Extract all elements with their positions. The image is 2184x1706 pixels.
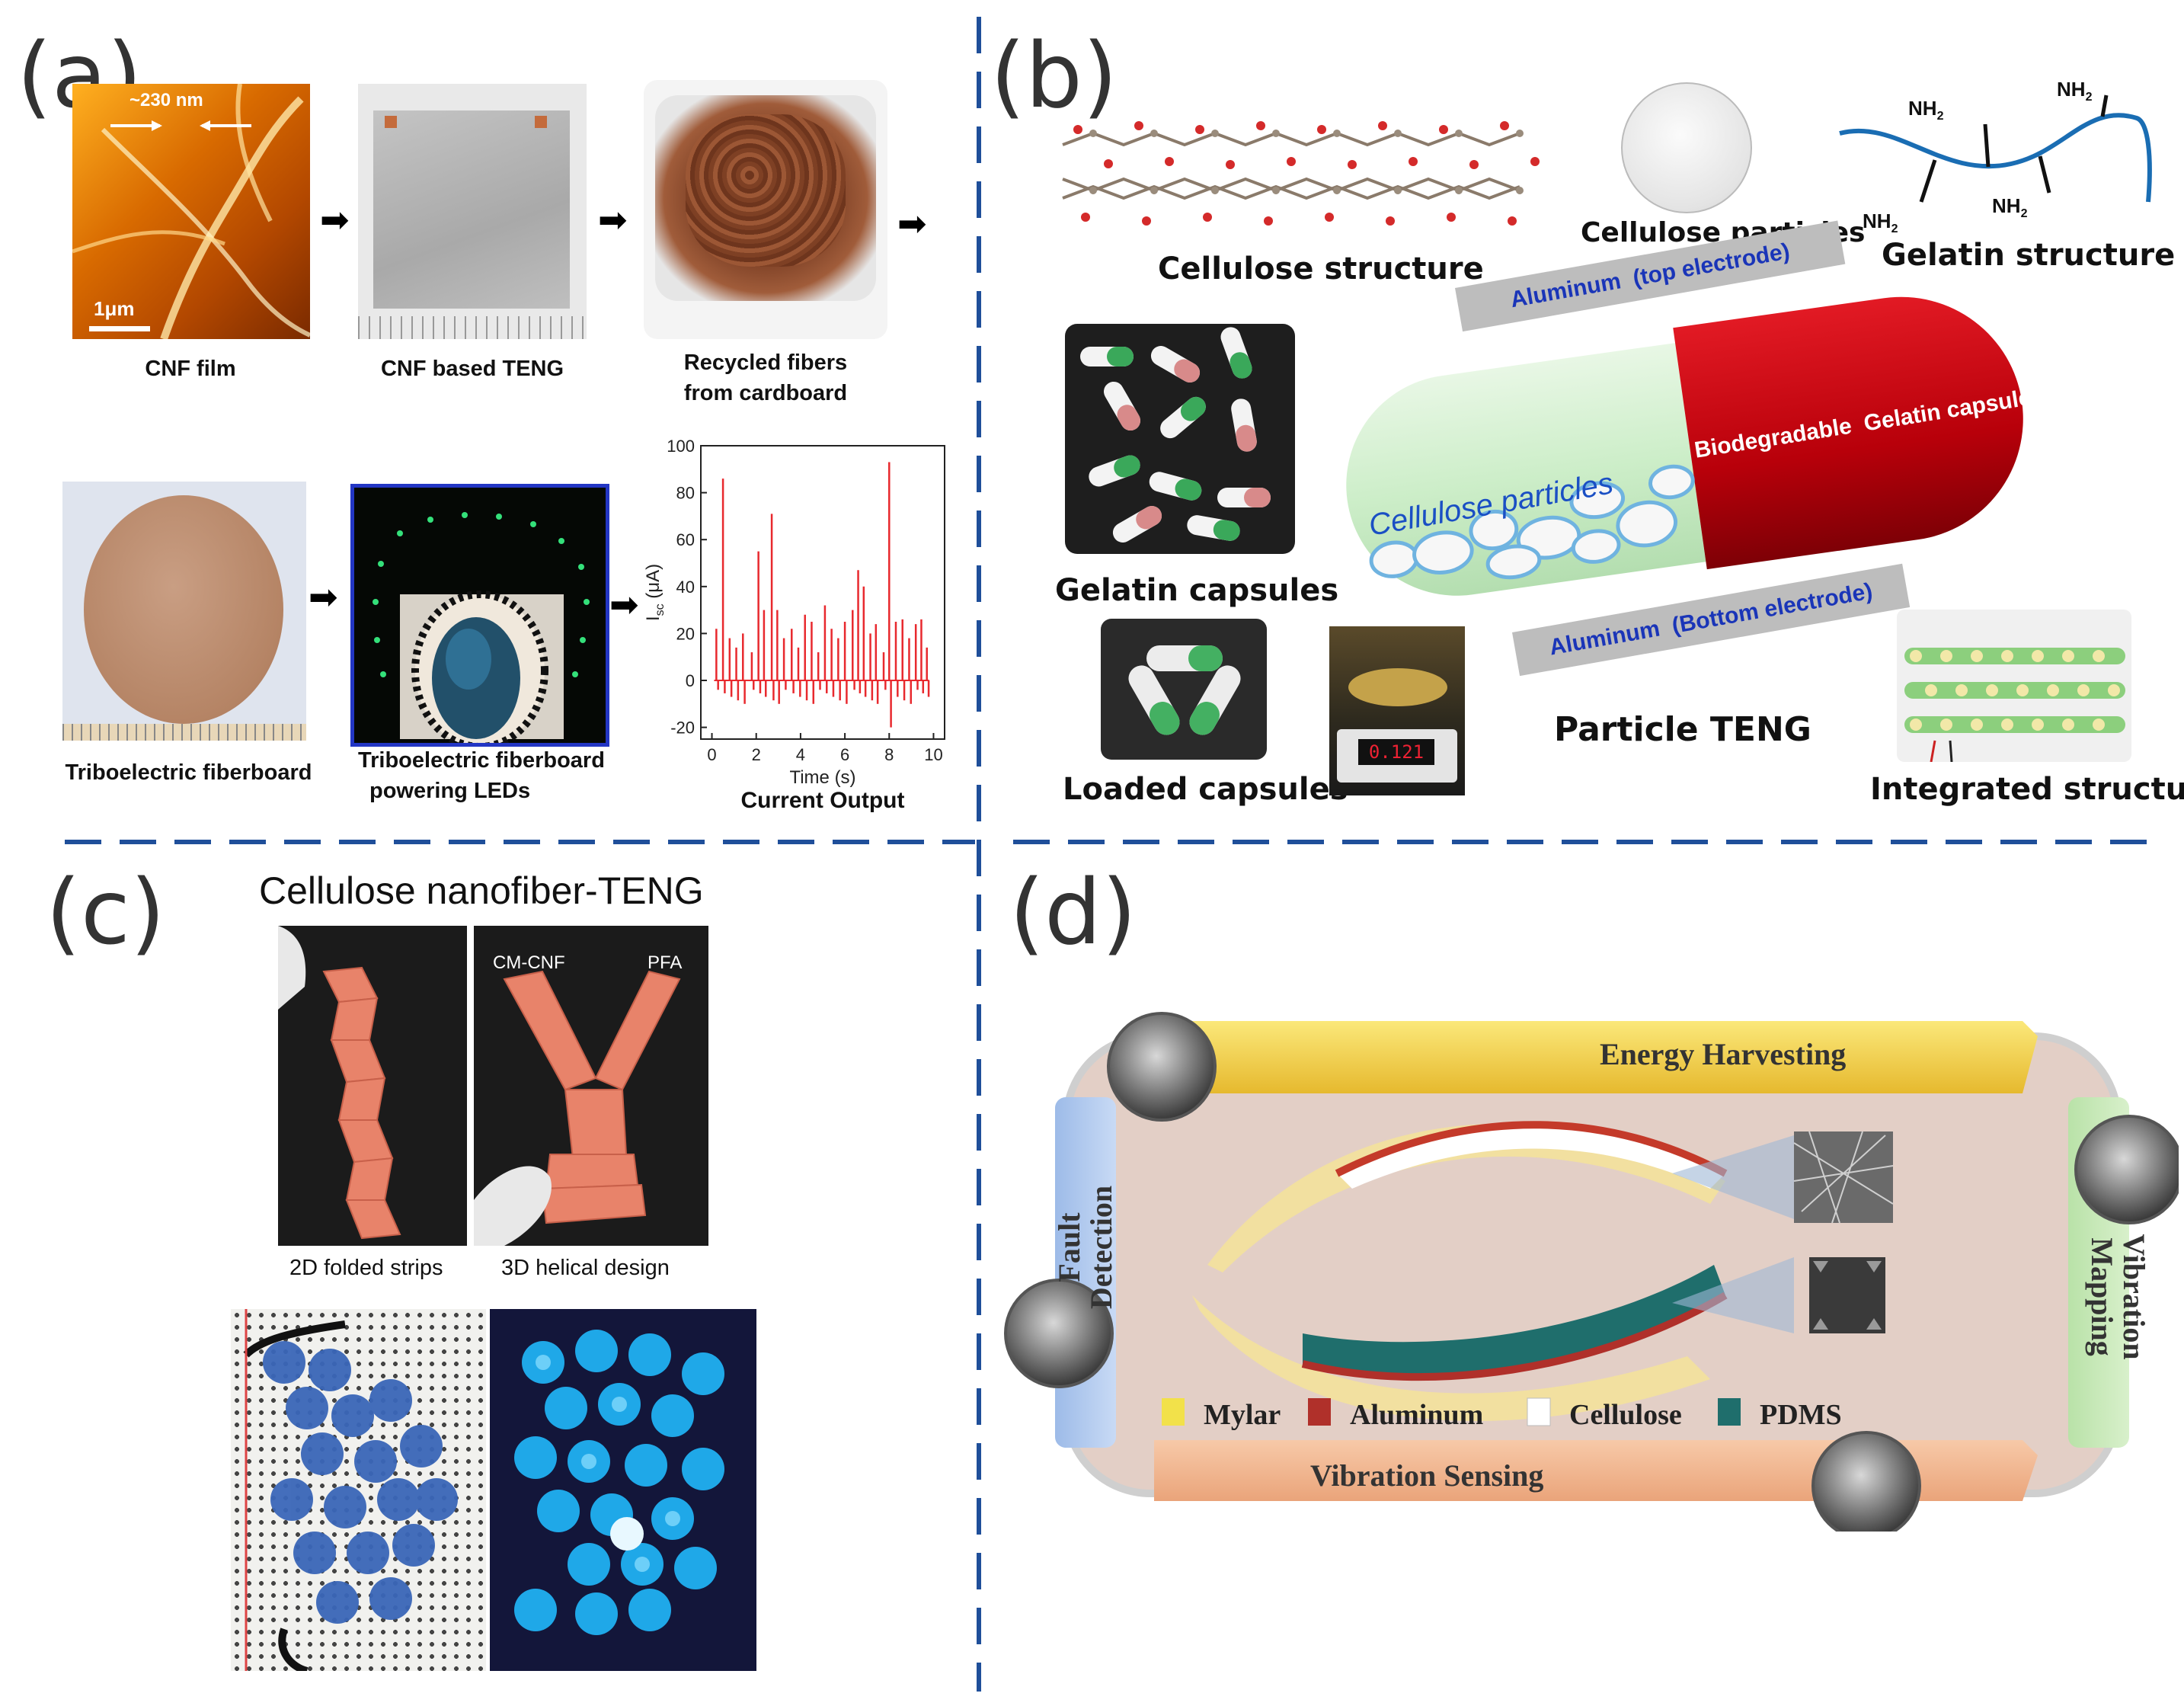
label-pfa: PFA	[648, 952, 683, 973]
panel-c-title: Cellulose nanofiber-TENG	[259, 869, 704, 912]
x-tick-label: 0	[707, 745, 716, 764]
y-tick-label: 40	[676, 578, 695, 597]
nh2-label-4: NH2	[1992, 194, 2028, 221]
caption-integrated-structure: Integrated structure	[1870, 772, 2184, 807]
y-tick-label: 100	[667, 438, 695, 456]
panel-d-label: (d)	[1009, 859, 1137, 965]
caption-leds-1: Triboelectric fiberboard	[358, 748, 605, 773]
afm-scale-nm: ~230 nm	[130, 90, 203, 110]
legend-pdms: PDMS	[1760, 1399, 1842, 1431]
chart-frame	[700, 445, 945, 740]
cnf-teng-photo	[358, 84, 587, 339]
arrow-right-icon: ➡	[897, 203, 927, 244]
afm-scale-um: 1μm	[94, 297, 135, 320]
caption-gelatin-structure: Gelatin structure	[1882, 238, 2176, 273]
caption-cellulose-structure: Cellulose structure	[1158, 251, 1484, 286]
caption-loaded-capsules: Loaded capsules	[1063, 772, 1348, 807]
helical-design-photo: CM-CNF PFA	[474, 926, 708, 1246]
x-axis-label: Time (s)	[789, 767, 855, 788]
caption-3d-helical: 3D helical design	[501, 1256, 670, 1280]
particle-teng-capsule	[1346, 296, 2023, 596]
panel-b-label: (b)	[990, 23, 1118, 128]
arrow-right-icon: ➡	[598, 199, 628, 240]
y-tick-label: -20	[670, 719, 695, 738]
folded-strips-photo	[278, 926, 467, 1246]
nh2-label-3: NH2	[1863, 210, 1898, 236]
x-tick-label: 10	[924, 745, 942, 764]
cellulose-particles-disk	[1621, 82, 1752, 213]
caption-recycled-1: Recycled fibers	[683, 350, 848, 375]
caption-gelatin-capsules: Gelatin capsules	[1055, 573, 1339, 608]
y-axis-label: Isc (μA)	[643, 564, 667, 621]
legend-mylar: Mylar	[1204, 1399, 1281, 1431]
x-tick-label: 8	[884, 745, 894, 764]
y-tick-label: 0	[686, 671, 695, 690]
caption-cnf-teng: CNF based TENG	[380, 357, 564, 381]
y-tick-label: 80	[676, 484, 695, 503]
label-cm-cnf: CM-CNF	[493, 952, 565, 973]
fiberboard-photo	[62, 482, 306, 741]
afm-image: ~230 nm 1μm	[72, 84, 310, 339]
panel-d-diagram	[1004, 1012, 2179, 1532]
x-tick-label: 6	[840, 745, 849, 764]
integrated-structure-photo	[1897, 610, 2131, 762]
caption-cnf-film: CNF film	[145, 357, 236, 381]
nh2-label-2: NH2	[2057, 78, 2093, 104]
caption-current-output: Current Output	[741, 788, 905, 813]
legend-aluminum: Aluminum	[1350, 1399, 1484, 1431]
y-tick-label: 60	[676, 530, 695, 549]
afm-fibers	[72, 84, 310, 339]
arrow-right-icon: ➡	[320, 199, 350, 240]
scale-display: 0.121	[1358, 739, 1434, 765]
vibration-sensing-label: Vibration Sensing	[1310, 1458, 1544, 1493]
caption-particle-teng: Particle TENG	[1554, 710, 1811, 749]
recycled-fibers-photo	[644, 80, 887, 339]
gelatin-structure-chain	[1839, 94, 2152, 203]
gelatin-capsules-photo	[1065, 324, 1295, 554]
caption-leds-2: powering LEDs	[369, 779, 531, 803]
led-fiberboard-photo	[350, 484, 609, 747]
cellulose-structure-molecule	[1062, 121, 1540, 226]
breadboard-leds-off-photo	[231, 1309, 486, 1671]
caption-2d-folded: 2D folded strips	[289, 1256, 443, 1280]
y-tick-label: 20	[676, 624, 695, 643]
led-ring	[373, 512, 590, 743]
breadboard-leds-on-photo	[490, 1309, 756, 1671]
arrow-right-icon: ➡	[609, 584, 639, 625]
loaded-capsules-photo	[1101, 619, 1267, 760]
energy-harvesting-label: Energy Harvesting	[1600, 1037, 1847, 1071]
nh2-label-1: NH2	[1908, 97, 1944, 123]
caption-fiberboard: Triboelectric fiberboard	[65, 760, 312, 785]
arrow-right-icon: ➡	[309, 576, 338, 617]
legend-cellulose: Cellulose	[1569, 1399, 1682, 1431]
balance-scale-photo: 0.121	[1329, 626, 1465, 795]
x-tick-label: 2	[752, 745, 761, 764]
x-tick-label: 4	[796, 745, 805, 764]
caption-recycled-2: from cardboard	[683, 381, 848, 405]
panel-c-label: (c)	[46, 859, 165, 965]
